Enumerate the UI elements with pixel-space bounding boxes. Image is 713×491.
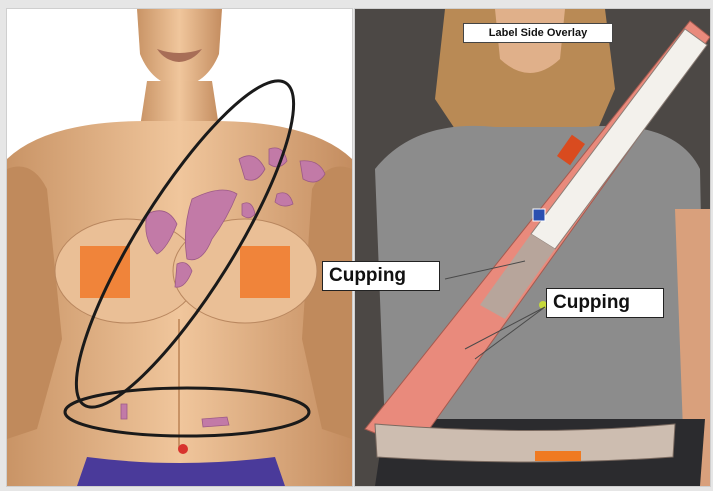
left-pad (240, 246, 290, 298)
belt-overlay-photo (355, 9, 710, 486)
belt-overlay-photo-panel: Label Side Overlay (354, 8, 711, 487)
torso-illustration-panel (6, 8, 353, 487)
overlay-title: Label Side Overlay (463, 23, 613, 43)
marker-blue (533, 209, 545, 221)
buckle-marker (535, 451, 581, 461)
face (137, 9, 222, 87)
neck (140, 81, 219, 127)
torso-illustration (7, 9, 352, 486)
cupping-callout-right: Cupping (546, 288, 664, 318)
cupping-callout-left: Cupping (322, 261, 440, 291)
navel-marker (178, 444, 188, 454)
